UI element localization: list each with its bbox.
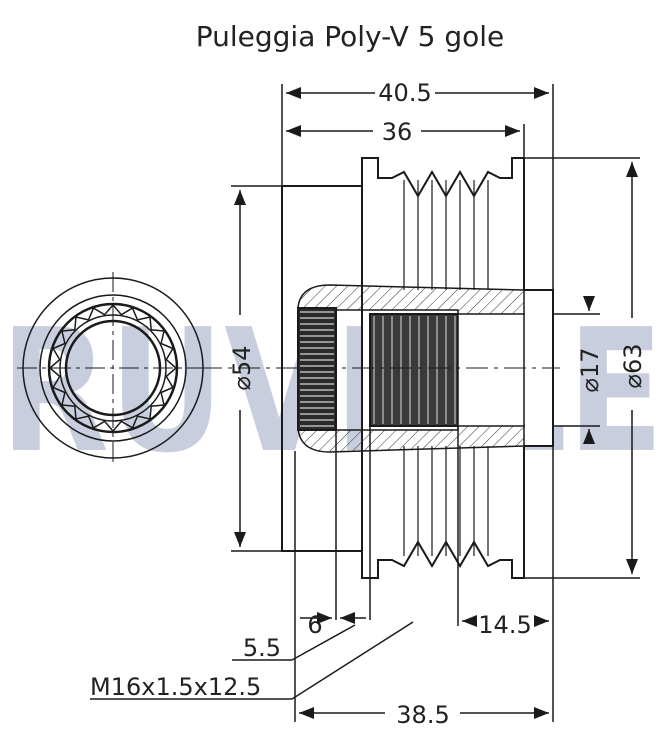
- dim-pulley-length: 36: [382, 118, 413, 146]
- dim-diameter-hub: ⌀54: [228, 346, 256, 391]
- dim-diameter-bore: ⌀17: [576, 348, 604, 393]
- dim-rear-depth: 14.5: [478, 611, 531, 639]
- dim-diameter-outer: ⌀63: [619, 344, 647, 389]
- dim-thread: M16x1.5x12.5: [90, 673, 261, 701]
- front-view: [17, 272, 209, 464]
- dim-front-offset: 6: [307, 611, 322, 639]
- spline-teeth: [48, 303, 177, 433]
- dim-front-flange: 5.5: [243, 634, 281, 662]
- dim-overall-length: 40.5: [378, 79, 431, 107]
- dimension-labels: 40.5 36 ⌀54 ⌀17 ⌀63 6 14.5 5.5 M16x1.5x1…: [90, 79, 647, 729]
- drawing-title: Puleggia Poly-V 5 gole: [196, 20, 505, 53]
- dimension-lines: [90, 84, 640, 722]
- side-view: [200, 157, 560, 579]
- dim-width-bottom: 38.5: [396, 701, 449, 729]
